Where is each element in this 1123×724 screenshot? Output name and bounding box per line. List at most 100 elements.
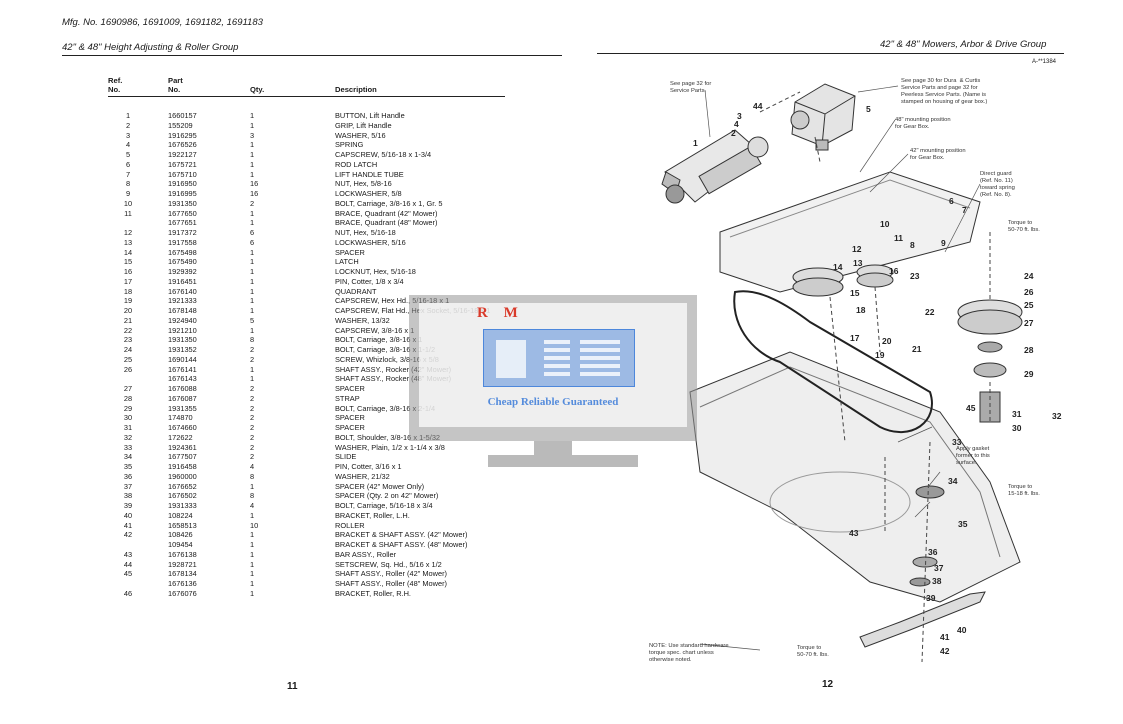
description-cell: BOLT, Carriage, 5/16-18 x 3/4	[335, 501, 433, 510]
description-cell: SPACER	[335, 247, 365, 257]
qty-cell: 2	[250, 442, 255, 452]
qty-cell: 2	[250, 198, 255, 208]
part-no-cell: 1676652	[168, 481, 197, 491]
ref-label-41: 41	[940, 632, 950, 642]
ref-no-cell: 7	[125, 169, 131, 179]
ref-label-17: 17	[850, 333, 860, 343]
description-cell: CAPSCREW, Hex Hd., 5/16-18 x 1	[335, 296, 450, 306]
description-cell: BOLT, Carriage, 3/8-16 x 1-1/2	[335, 345, 436, 354]
part-no-cell: 155209	[168, 120, 193, 130]
ref-label-14: 14	[833, 262, 843, 272]
qty-cell: 6	[250, 237, 255, 247]
ref-no-cell: 13	[123, 237, 133, 247]
ref-no-cell: 24	[123, 345, 133, 354]
part-no-cell: 1675710	[168, 169, 197, 179]
description-cell: CAPSCREW, 5/16-18 x 1-3/4	[335, 150, 432, 159]
description-cell: NUT, Hex, 5/16-18	[335, 228, 396, 237]
qty-cell: 4	[250, 501, 255, 510]
description-cell: WASHER, Plain, 1/2 x 1-1/4 x 3/8	[335, 442, 445, 452]
ref-label-24: 24	[1024, 271, 1034, 281]
part-no-cell: 1676143	[168, 374, 197, 384]
part-no-cell: 1917558	[168, 237, 197, 247]
description-cell: BOLT, Carriage, 3/8-16 x 1, Gr. 5	[335, 198, 443, 208]
part-no-cell: 1916451	[168, 276, 197, 286]
ref-label-20: 20	[882, 336, 892, 346]
part-no-cell: 1960000	[168, 471, 197, 481]
part-no-cell: 1931350	[168, 335, 197, 345]
ref-label-3: 3	[737, 111, 742, 121]
right-section-title: 42" & 48" Mowers, Arbor & Drive Group	[880, 39, 1047, 50]
service-parts-note: See page 32 for Service Parts.	[670, 81, 712, 94]
ref-no-cell: 20	[123, 306, 133, 315]
ref-no-cell: 46	[123, 588, 133, 598]
part-no-cell: 1931333	[168, 501, 197, 510]
qty-cell: 1	[250, 247, 255, 257]
qty-cell: 1	[250, 140, 255, 150]
description-cell: BRACKET & SHAFT ASSY. (42" Mower)	[335, 530, 468, 540]
description-cell: SPACER	[335, 413, 365, 423]
torque-note-2: Torque to 15-18 ft. lbs.	[1008, 484, 1040, 497]
gearbox-drawing	[790, 83, 856, 151]
ref-no-cell: 33	[123, 442, 133, 452]
qty-cell: 1	[250, 267, 255, 276]
ref-label-45: 45	[966, 403, 976, 413]
part-no-cell: 1676140	[168, 286, 197, 296]
ref-no-cell: 16	[123, 267, 133, 276]
ref-label-37: 37	[934, 563, 944, 573]
gearbox-service-note: See page 30 for Dura & Curtis Service Pa…	[901, 78, 988, 105]
ref-label-13: 13	[853, 258, 863, 268]
qty-cell: 1	[250, 296, 255, 306]
part-no-cell: 1928721	[168, 559, 197, 569]
description-cell: BRACE, Quadrant (48" Mower)	[335, 218, 438, 228]
gasket-note: Apply gasket former to this surface.	[956, 446, 990, 466]
qty-cell: 1	[250, 540, 255, 549]
part-no-cell: 108224	[168, 510, 193, 520]
part-no-cell: 1931355	[168, 403, 197, 413]
qty-cell: 1	[250, 169, 255, 179]
ref-label-23: 23	[910, 271, 920, 281]
ref-no-cell: 35	[123, 462, 133, 471]
description-cell: BUTTON, Lift Handle	[335, 111, 405, 120]
part-no-cell: 1690144	[168, 354, 197, 364]
left-header-rule	[62, 55, 562, 56]
ref-label-8: 8	[910, 240, 915, 250]
torque-note-1: Torque to 50-70 ft. lbs.	[1008, 220, 1040, 233]
qty-cell: 1	[250, 530, 255, 540]
part-no-cell: 172622	[168, 432, 193, 442]
description-cell: PIN, Cotter, 3/16 x 1	[335, 462, 402, 471]
mounting-plate-drawing	[719, 171, 981, 293]
ref-no-cell: 19	[123, 296, 133, 306]
watermark-monitor-neck	[534, 441, 572, 455]
right-header-rule	[597, 53, 1064, 54]
description-cell: BOLT, Carriage, 3/8-16 x 2-1/4	[335, 403, 436, 413]
ref-no-cell: 44	[123, 559, 133, 569]
ref-label-9: 9	[941, 238, 946, 248]
ref-label-32: 32	[1052, 411, 1062, 421]
description-cell: LOCKWASHER, 5/16	[335, 237, 406, 247]
ref-label-22: 22	[925, 307, 935, 317]
ref-label-42: 42	[940, 646, 950, 656]
drawing-id: A-**1384	[1032, 59, 1057, 65]
ref-label-4: 4	[734, 119, 739, 129]
qty-cell: 1	[250, 569, 255, 579]
watermark-monitor: R M Cheap Reliable Guaranteed	[409, 295, 697, 441]
part-no-cell: 1916995	[168, 189, 197, 198]
ref-label-19: 19	[875, 350, 885, 360]
col-part-header: Part No.	[148, 76, 228, 97]
ref-no-cell: 14	[123, 247, 133, 257]
